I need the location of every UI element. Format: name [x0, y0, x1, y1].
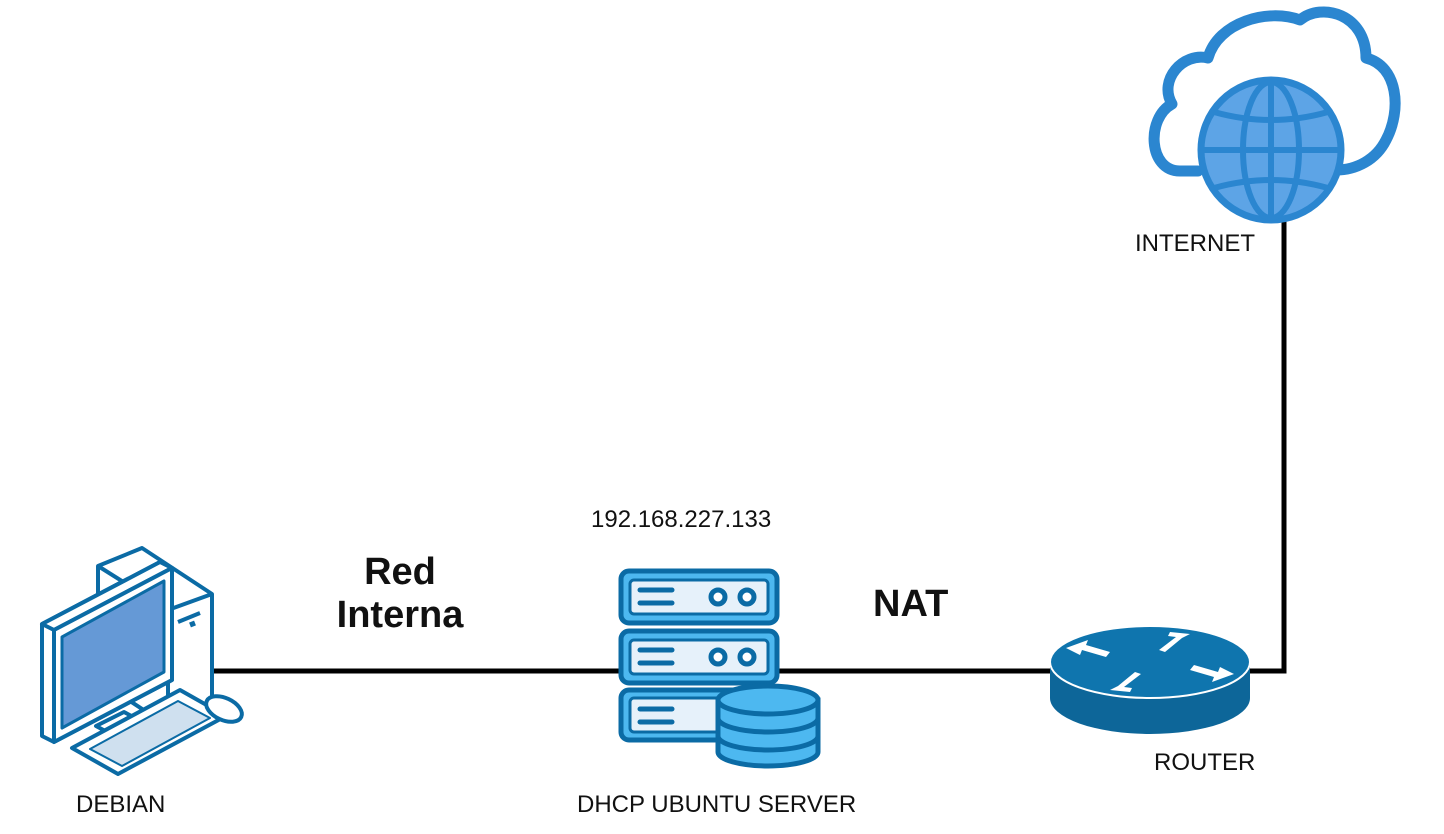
internal-network-label: Red Interna: [320, 551, 480, 637]
link-router-internet: [1245, 210, 1287, 674]
internal-network-line2: Interna: [336, 594, 464, 636]
router-icon: [1049, 625, 1251, 734]
router-label: ROUTER: [1154, 749, 1256, 776]
server-label: DHCP UBUNTU SERVER: [577, 791, 857, 818]
server-database-icon: [618, 568, 821, 769]
cloud-globe-icon: [1148, 6, 1401, 224]
debian-label: DEBIAN: [76, 791, 166, 818]
nat-label: NAT: [873, 583, 949, 625]
internal-network-line1: Red: [364, 551, 436, 593]
server-ip-label: 192.168.227.133: [591, 506, 772, 533]
connection-lines: [208, 210, 1287, 674]
desktop-computer-icon: [40, 546, 244, 776]
internet-label: INTERNET: [1135, 230, 1255, 257]
